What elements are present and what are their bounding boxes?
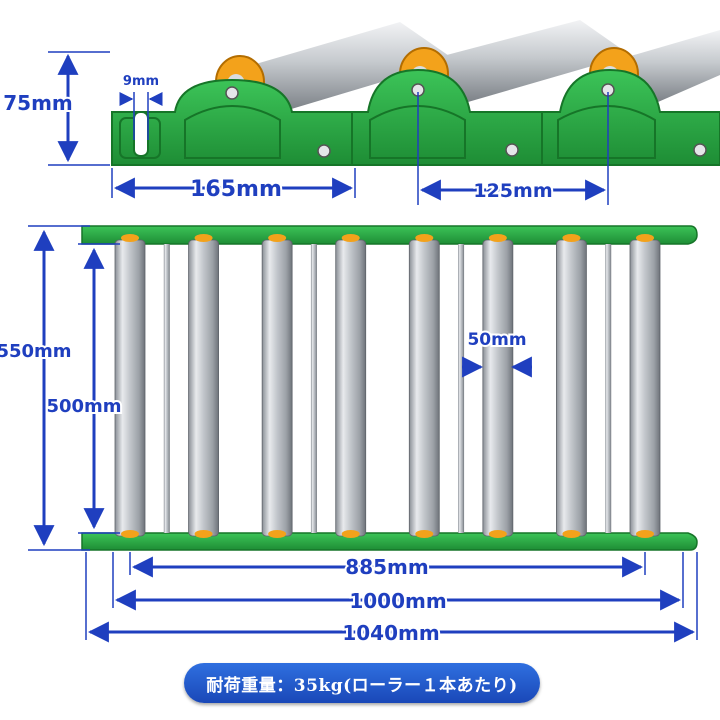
bearing-icon [562, 530, 581, 538]
dim-total-width-label: 550mm [0, 341, 72, 362]
bearing-icon [194, 234, 213, 242]
dim-roller-span-label: 885mm [345, 555, 428, 579]
bolt-icon [317, 144, 331, 158]
spacer-rod [310, 244, 317, 533]
bolt-icon [225, 86, 239, 100]
bearing-icon [636, 530, 654, 538]
bearing-icon [121, 530, 139, 538]
bearing-icon [268, 530, 287, 538]
top-frame-rail [81, 225, 698, 245]
bolt-icon [693, 143, 707, 157]
roller [408, 234, 440, 538]
spacer-rod [163, 244, 170, 533]
roller [114, 234, 146, 538]
bottom-frame-rail [81, 532, 698, 551]
axle-slot [133, 111, 149, 157]
dim-roller-length-label: 500mm [46, 396, 121, 417]
dim-height-label: 75mm [3, 91, 73, 115]
dim-roller-pitch-label: 125mm [473, 180, 552, 202]
dim-total-length-label: 1040mm [342, 621, 439, 645]
dim-axle-label: 9mm [123, 74, 159, 89]
bearing-icon [341, 530, 360, 538]
roller [629, 234, 661, 538]
side-detail-view: 75mm 9mm 165mm 125mm [1, 20, 720, 205]
load-capacity-badge: 耐荷重量：35kg(ローラー１本あたり) [184, 663, 540, 703]
spacer-rod [458, 244, 465, 533]
bearing-icon [415, 234, 434, 242]
bearing-icon [562, 234, 581, 242]
detail-frame [111, 68, 720, 166]
roller [482, 234, 514, 538]
bearing-icon [194, 530, 213, 538]
bearing-icon [268, 234, 287, 242]
bearing-icon [488, 530, 507, 538]
bearing-icon [636, 234, 654, 242]
bearing-icon [415, 530, 434, 538]
bearing-icon [488, 234, 507, 242]
dim-length-label: 1000mm [349, 589, 446, 613]
plan-view: 550mm 500mm 50mm 885mm 1000mm [0, 225, 698, 647]
roller [261, 234, 293, 538]
dim-frame-pitch-label: 165mm [190, 177, 282, 202]
bearing-icon [341, 234, 360, 242]
roller [556, 234, 587, 538]
spacer-rod [605, 244, 612, 533]
bearing-icon [121, 234, 139, 242]
roller [188, 234, 219, 538]
roller [335, 234, 367, 538]
load-capacity-text: 耐荷重量：35kg(ローラー１本あたり) [206, 675, 518, 696]
dim-roller-diameter-label: 50mm [467, 330, 526, 350]
bolt-icon [505, 143, 519, 157]
